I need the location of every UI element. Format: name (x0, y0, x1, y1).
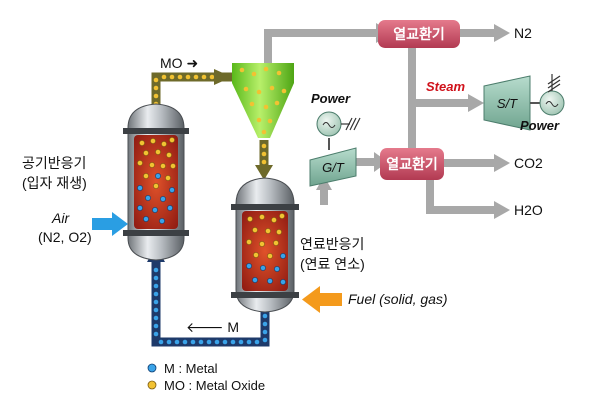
legend-metal-swatch (147, 363, 157, 373)
air-inlet-arrow (92, 212, 128, 236)
heat-exchanger-top: 열교환기 (378, 20, 460, 48)
steam-turbine-label: S/T (497, 96, 518, 111)
steam-power-label: Power (520, 118, 560, 133)
legend-metal: M : Metal (164, 361, 218, 376)
gas-turbine-label: G/T (322, 160, 345, 175)
output-n2: N2 (514, 25, 532, 41)
heat-exchanger-bottom-label: 열교환기 (386, 156, 438, 172)
air-input-label: Air (51, 210, 70, 226)
gas-piping (264, 29, 496, 214)
fuel-inlet-arrow (302, 286, 342, 313)
legend-metal-oxide: MO : Metal Oxide (164, 378, 265, 393)
mo-transfer-line (151, 69, 232, 112)
steam-label: Steam (426, 79, 465, 94)
gas-turbine: G/T (309, 147, 357, 187)
fuel-reactor-label-line2: (연료 연소) (300, 256, 365, 272)
fuel-input-label: Fuel (solid, gas) (348, 291, 448, 307)
steam-turbine: S/T (483, 75, 531, 131)
output-co2: CO2 (514, 155, 543, 171)
air-reactor-particles (137, 137, 176, 224)
legend: M : Metal MO : Metal Oxide (147, 361, 265, 393)
cyclone-separator (232, 63, 294, 138)
output-h2o: H2O (514, 202, 543, 218)
cyclone-downcomer (255, 140, 273, 180)
legend-metal-oxide-swatch (147, 380, 157, 390)
steam-generator (539, 74, 565, 116)
air-reactor (123, 103, 189, 261)
gas-power-label: Power (311, 91, 351, 106)
fuel-reactor-particles (246, 213, 286, 285)
air-reactor-label-line2: (입자 재생) (22, 175, 87, 191)
mo-flow-label: MO ➜ (160, 55, 198, 71)
fuel-reactor-label-line1: 연료반응기 (300, 236, 364, 252)
heat-exchanger-top-label: 열교환기 (393, 26, 445, 42)
air-reactor-label-line1: 공기반응기 (22, 155, 86, 171)
gas-generator (316, 111, 361, 137)
air-input-composition: (N2, O2) (38, 229, 92, 245)
m-flow-label: 🡐 M (186, 319, 239, 335)
heat-exchanger-bottom: 열교환기 (380, 148, 444, 180)
fuel-reactor (231, 177, 299, 313)
